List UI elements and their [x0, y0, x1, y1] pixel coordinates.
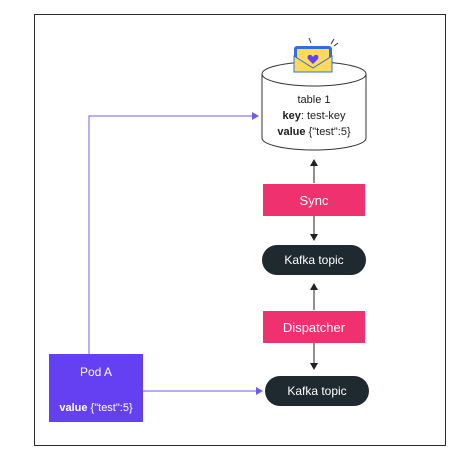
pod-a-value: value {"test":5}: [59, 402, 132, 414]
kafka-topic-top-node: Kafka topic: [262, 245, 366, 275]
database-value-line: value {"test":5}: [262, 124, 366, 140]
database-key-value: : test-key: [300, 110, 346, 122]
database-name: table 1: [297, 94, 331, 106]
pod-a-title: Pod A: [79, 365, 113, 379]
pod-a-value-text: {"test":5}: [87, 402, 133, 414]
database-value-label: value: [277, 126, 306, 138]
arrow-pod-to-db: [88, 112, 259, 354]
database-label: table 1 key: test-key value {"test":5}: [262, 92, 366, 140]
database-key-line: key: test-key: [262, 108, 366, 124]
kafka-topic-bottom-node: Kafka topic: [265, 376, 369, 406]
envelope-heart-icon: [293, 37, 339, 73]
database-key-label: key: [282, 110, 301, 122]
pod-a-node: Pod A value {"test":5}: [49, 354, 143, 422]
pod-a-value-label: value: [59, 402, 88, 414]
sync-node: Sync: [263, 184, 365, 216]
database-cylinder: [261, 61, 367, 151]
database-value-value: {"test":5}: [305, 126, 351, 138]
dispatcher-node: Dispatcher: [263, 311, 365, 343]
